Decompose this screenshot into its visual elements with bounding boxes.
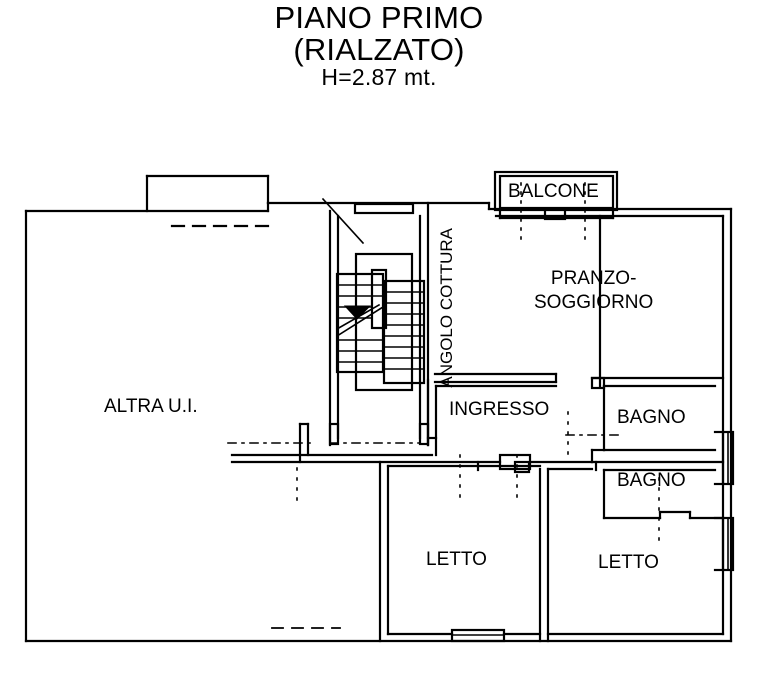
wall-bagno1-pier	[590, 376, 606, 390]
stair-pier-right	[418, 422, 430, 446]
balcone-mullion	[543, 207, 567, 221]
stair-treads-right	[383, 291, 425, 370]
stair-flight-left	[335, 272, 385, 374]
room-label-angolo-cottura: ANGOLO COTTURA	[437, 228, 456, 388]
room-label-balcone: BALCONE	[508, 181, 599, 202]
stair-break-line	[335, 305, 385, 338]
stair-treads-left	[336, 284, 384, 363]
room-label-pranzo-soggiorno: PRANZO- SOGGIORNO	[534, 267, 653, 315]
stair-pier-left	[328, 422, 340, 446]
leader-line-diagonal	[321, 197, 365, 245]
stair-top-opening	[353, 202, 415, 215]
room-label-letto-1: LETTO	[426, 549, 487, 570]
openings-dashed-group	[231, 454, 341, 629]
corridor-pier-b	[513, 460, 531, 474]
title-ceiling-height: H=2.87 mt.	[321, 64, 437, 91]
stair-newel	[370, 268, 388, 330]
room-label-bagno-2: BAGNO	[617, 470, 686, 491]
room-label-bagno-1: BAGNO	[617, 407, 686, 428]
room-label-altra-ui: ALTRA U.I.	[104, 396, 198, 417]
stair-enclosure	[354, 252, 414, 392]
room-label-pranzo-line2: SOGGIORNO	[534, 291, 654, 313]
room-label-letto-2: LETTO	[598, 552, 659, 573]
stair-flight-right	[382, 279, 426, 385]
stair-direction-arrow	[343, 305, 372, 320]
title-floor-qualifier: (RIALZATO)	[293, 32, 465, 68]
room-label-ingresso: INGRESSO	[449, 399, 550, 420]
title-floor-name: PIANO PRIMO	[274, 0, 484, 35]
drawing-title-block: PIANO PRIMO (RIALZATO) H=2.87 mt.	[0, 0, 758, 91]
door-swings-group	[296, 411, 660, 541]
door-marks-group	[227, 434, 621, 444]
room-label-pranzo-line1: PRANZO-	[550, 268, 637, 289]
